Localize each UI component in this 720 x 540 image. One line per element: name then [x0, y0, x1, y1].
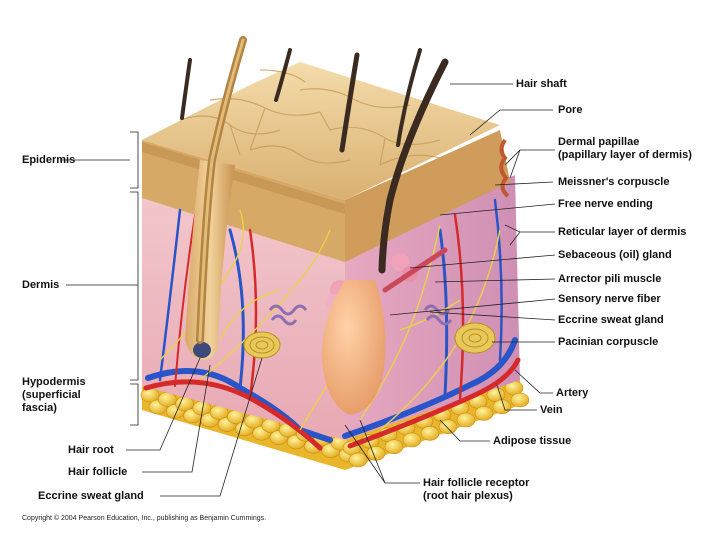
hair-shaft-main — [378, 58, 449, 274]
label-reticular-layer: Reticular layer of dermis — [558, 226, 687, 238]
label-sensory-nerve-fiber: Sensory nerve fiber — [558, 293, 661, 305]
label-hypodermis-sub2: fascia) — [22, 402, 57, 414]
hair-shaft-c — [339, 52, 360, 153]
label-dermis: Dermis — [22, 279, 60, 291]
label-hair-follicle-receptor-sub: (root hair plexus) — [423, 490, 513, 502]
hair-shaft-d — [396, 48, 422, 147]
label-hair-follicle: Hair follicle — [68, 466, 128, 478]
tissue-block — [140, 62, 530, 470]
hair-follicle-bulb-right — [321, 280, 386, 415]
hair-shafts — [180, 36, 449, 344]
label-eccrine-sweat-gland: Eccrine sweat gland — [558, 314, 664, 326]
hair-shaft-a — [180, 58, 192, 120]
hair-root-bulb — [193, 342, 211, 358]
hair-shaft-b — [274, 48, 292, 102]
label-arrector-pili: Arrector pili muscle — [558, 273, 662, 285]
label-pacinian-corpuscle: Pacinian corpuscle — [558, 336, 659, 348]
label-hair-root: Hair root — [68, 444, 114, 456]
fat-cell — [384, 439, 404, 454]
leader-lines — [60, 83, 556, 497]
fat-cell — [348, 452, 368, 468]
fat-cell — [510, 392, 530, 408]
pacinian-corpuscle-right — [454, 322, 496, 354]
label-sebaceous-gland: Sebaceous (oil) gland — [558, 249, 672, 261]
label-free-nerve-ending: Free nerve ending — [558, 198, 653, 210]
fat-cell — [402, 432, 422, 448]
label-dermal-papillae-sub: (papillary layer of dermis) — [558, 149, 692, 161]
fat-cell — [420, 426, 440, 441]
label-hair-shaft: Hair shaft — [516, 78, 567, 90]
epidermis-front-face — [142, 140, 345, 262]
label-artery: Artery — [556, 387, 589, 399]
pacinian-corpuscle-left — [243, 331, 281, 359]
label-dermal-papillae: Dermal papillae — [558, 136, 640, 148]
fat-cell — [456, 412, 476, 428]
label-meissners-corpuscle: Meissner's corpuscle — [558, 176, 670, 188]
label-pore: Pore — [558, 104, 583, 116]
label-adipose-tissue: Adipose tissue — [493, 435, 572, 447]
eccrine-gland-coil-left — [268, 304, 308, 326]
fat-cell — [366, 446, 386, 461]
label-hypodermis-sub1: (superficial — [22, 389, 81, 401]
fat-cell — [474, 406, 494, 421]
adipose-layer — [140, 378, 530, 470]
arrector-pili-muscle — [382, 247, 448, 293]
label-hair-follicle-receptor: Hair follicle receptor — [423, 477, 530, 489]
copyright-notice: Copyright © 2004 Pearson Education, Inc.… — [22, 515, 267, 522]
label-epidermis: Epidermis — [22, 154, 76, 166]
label-hypodermis: Hypodermis — [22, 376, 86, 388]
label-eccrine-sweat-gland-bottom: Eccrine sweat gland — [38, 490, 144, 502]
label-vein: Vein — [540, 404, 563, 416]
